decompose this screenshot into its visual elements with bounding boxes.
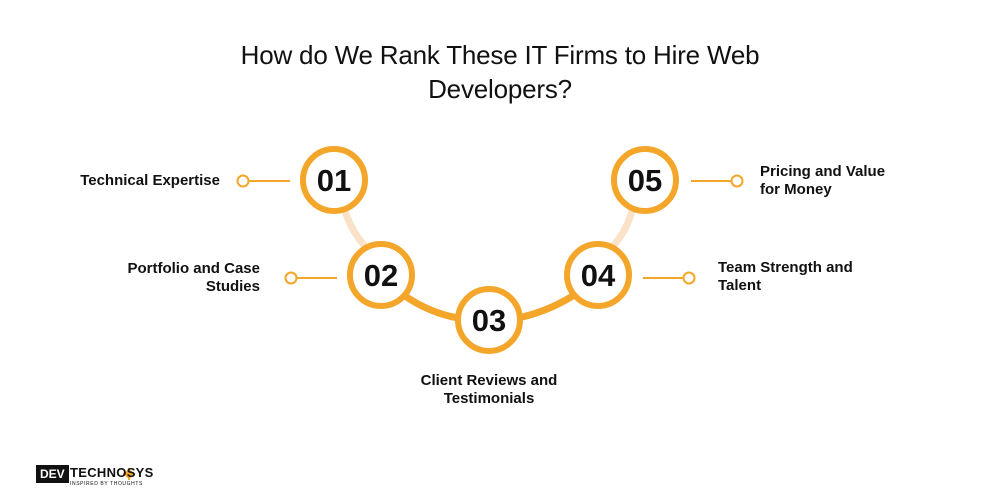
step-04-label-line-1: Team Strength and <box>718 259 853 276</box>
company-logo: DEV TECHNOSYS INSPIRED BY THOUGHTS <box>36 465 156 493</box>
step-01-label-line-1: Technical Expertise <box>80 172 220 189</box>
step-01-label: Technical Expertise <box>40 172 220 190</box>
leader-dot-02 <box>284 271 298 285</box>
logo-tagline: INSPIRED BY THOUGHTS <box>70 481 143 487</box>
step-02-label-line-2: Studies <box>205 278 260 295</box>
logo-name: TECHNOSYS <box>70 465 154 480</box>
step-05: 05 <box>611 146 679 214</box>
step-03-label-line-2: Testimonials <box>443 390 535 407</box>
step-04: 04 <box>564 241 632 309</box>
step-01-ring <box>300 146 368 214</box>
leader-dot-01 <box>236 174 250 188</box>
step-05-ring <box>611 146 679 214</box>
step-05-label-line-1: Pricing and Value <box>760 163 886 180</box>
connector-03-04 <box>514 293 575 322</box>
connector-01-02 <box>341 207 369 250</box>
title-line-2: Developers? <box>428 74 572 104</box>
step-03-ring <box>455 286 523 354</box>
step-02-number: 02 <box>364 258 398 293</box>
step-05-label: Pricing and Value for Money <box>760 163 960 199</box>
connector-04-05 <box>609 207 636 250</box>
leader-dot-04 <box>682 271 696 285</box>
step-02-ring <box>347 241 415 309</box>
connector-02-03 <box>401 292 462 322</box>
step-02-label: Portfolio and Case Studies <box>80 260 260 296</box>
step-05-number: 05 <box>628 163 662 198</box>
step-04-label-line-2: Talent <box>718 277 762 294</box>
step-03-label: Client Reviews and Testimonials <box>389 372 589 408</box>
step-02: 02 <box>347 241 415 309</box>
step-04-ring <box>564 241 632 309</box>
logo-badge: DEV <box>36 465 69 483</box>
leader-dot-05 <box>730 174 744 188</box>
step-01-number: 01 <box>317 163 351 198</box>
step-04-label: Team Strength and Talent <box>718 259 918 295</box>
step-03: 03 <box>455 286 523 354</box>
title-line-1: How do We Rank These IT Firms to Hire We… <box>240 40 760 70</box>
diagram-title: How do We Rank These IT Firms to Hire We… <box>0 38 1000 106</box>
step-05-label-line-2: for Money <box>760 181 832 198</box>
gear-icon <box>123 468 135 480</box>
step-01: 01 <box>300 146 368 214</box>
step-03-label-line-1: Client Reviews and <box>420 372 558 389</box>
step-04-number: 04 <box>581 258 616 293</box>
step-02-label-line-1: Portfolio and Case <box>127 260 260 277</box>
step-03-number: 03 <box>472 303 506 338</box>
